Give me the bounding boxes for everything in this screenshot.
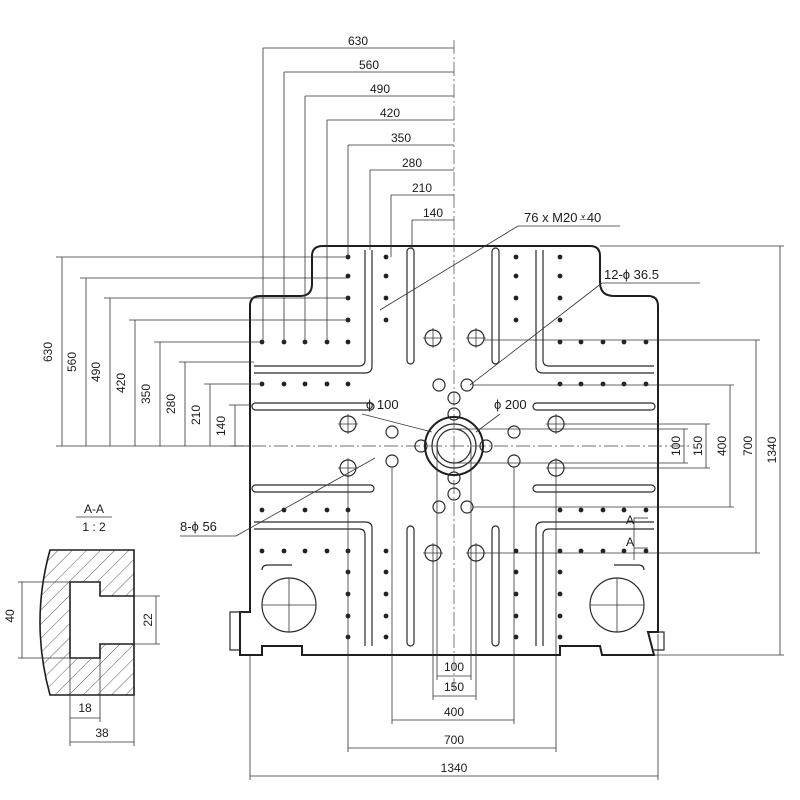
dim-top-210: 210 [412, 181, 432, 195]
dim-right-1340: 1340 [765, 436, 779, 463]
note-12-holes: 12-ϕ 36.5 [604, 267, 659, 282]
dim-left-280: 280 [164, 394, 178, 414]
dim-left-490: 490 [89, 362, 103, 382]
straight-slots [251, 247, 656, 647]
section-scale: 1 : 2 [82, 520, 106, 534]
section-mark-bottom: A [626, 535, 634, 549]
medium-holes [385, 378, 521, 514]
dim-top-140: 140 [423, 206, 443, 220]
section-dim-18: 18 [78, 701, 92, 715]
dim-bottom-400: 400 [444, 705, 464, 719]
threaded-holes [259, 254, 649, 640]
right-dimensions [454, 245, 784, 656]
section-marks [633, 517, 648, 560]
dim-top-490: 490 [370, 82, 390, 96]
dim-top-560: 560 [359, 58, 379, 72]
dim-bottom-100: 100 [444, 660, 464, 674]
dim-left-560: 560 [65, 352, 79, 372]
dim-left-420: 420 [114, 373, 128, 393]
dim-left-630: 630 [41, 342, 55, 362]
right-foot [654, 631, 665, 651]
bottom-bosses [261, 564, 645, 633]
dim-left-350: 350 [139, 384, 153, 404]
top-dimensions [262, 47, 454, 342]
left-dimensions [56, 256, 348, 447]
section-dim-40: 40 [3, 609, 17, 623]
dim-bottom-150: 150 [444, 680, 464, 694]
section-dim-38: 38 [95, 726, 109, 740]
left-foot [229, 611, 250, 651]
dim-bottom-1340: 1340 [441, 761, 468, 775]
note-hole-100: ϕ 100 [366, 397, 399, 412]
note-threaded-holes: 76 x M20⩡40 [524, 210, 601, 225]
dim-top-350: 350 [391, 131, 411, 145]
dim-right-400: 400 [715, 436, 729, 456]
corner-slots [254, 250, 654, 646]
section-dim-22: 22 [141, 613, 155, 627]
dim-left-140: 140 [214, 416, 228, 436]
dim-top-630: 630 [348, 34, 368, 48]
section-mark-top: A [626, 513, 634, 527]
dim-right-700: 700 [741, 436, 755, 456]
dim-top-420: 420 [380, 106, 400, 120]
bottom-dimensions [249, 446, 659, 780]
dim-right-150: 150 [691, 436, 705, 456]
dim-bottom-700: 700 [444, 733, 464, 747]
note-8-holes: 8-ϕ 56 [180, 519, 217, 534]
platen-outline [239, 245, 659, 656]
leader-lines [180, 225, 700, 537]
dim-right-100: 100 [669, 436, 683, 456]
section-body [39, 549, 135, 696]
dim-left-210: 210 [189, 405, 203, 425]
dim-top-280: 280 [402, 156, 422, 170]
note-hole-200: ϕ 200 [494, 397, 527, 412]
section-title: A-A [84, 502, 104, 516]
